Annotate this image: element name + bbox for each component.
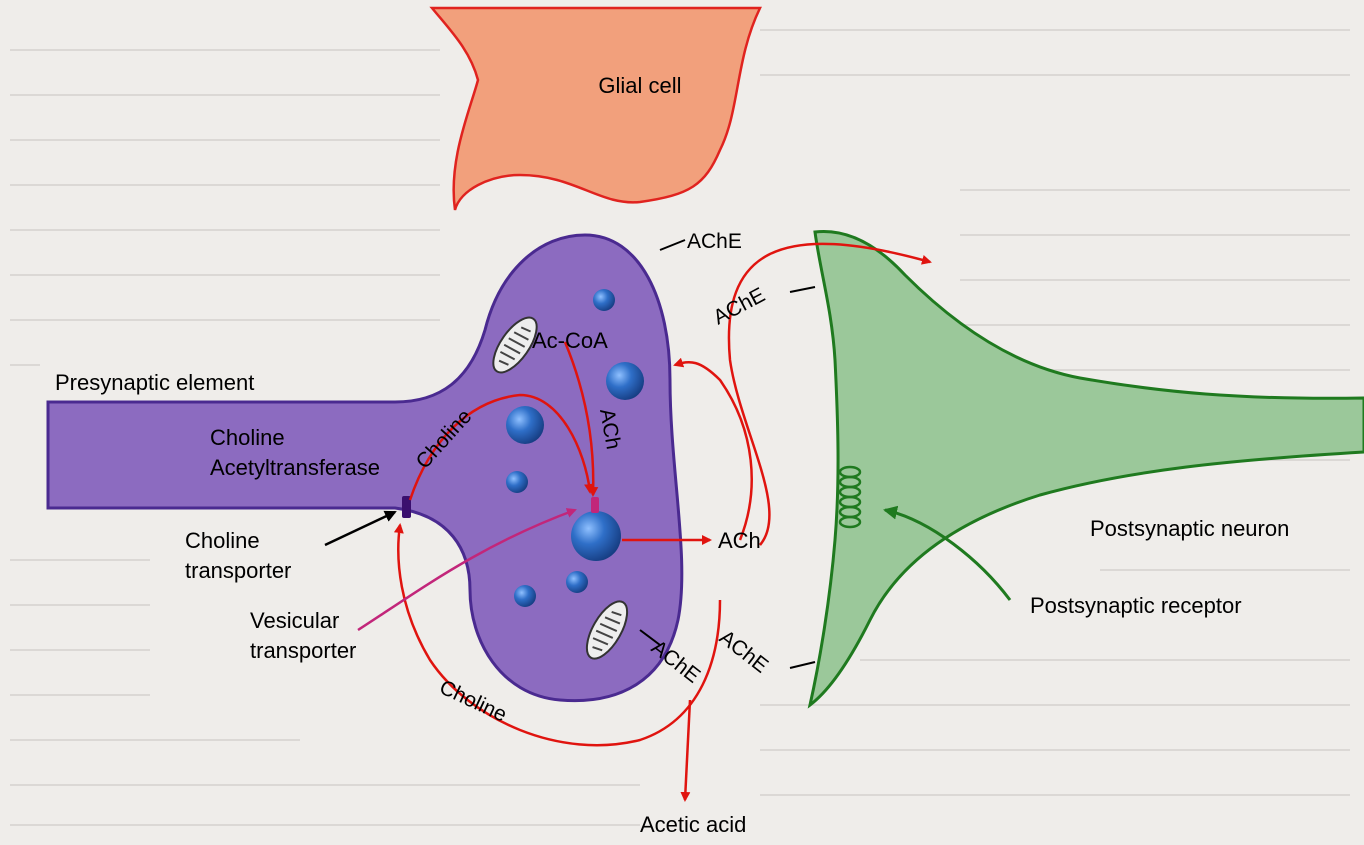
vesicular-transporter-label-1: Vesicular — [250, 608, 339, 633]
choline-acetyltransferase-label-2: Acetyltransferase — [210, 455, 380, 480]
vesicle-icon — [571, 511, 621, 561]
choline-transporter-label-2: transporter — [185, 558, 291, 583]
vesicle-icon — [506, 406, 544, 444]
postsynaptic-neuron-label: Postsynaptic neuron — [1090, 516, 1289, 541]
acetic-acid-label: Acetic acid — [640, 812, 746, 837]
postsynaptic-receptor-label: Postsynaptic receptor — [1030, 593, 1242, 618]
vesicle-icon — [606, 362, 644, 400]
vesicle-icon — [506, 471, 528, 493]
vesicular-transporter-marker — [591, 497, 599, 513]
ac-coa-label: Ac-CoA — [532, 328, 608, 353]
choline-acetyltransferase-label-1: Choline — [210, 425, 285, 450]
choline-transporter-label-1: Choline — [185, 528, 260, 553]
presynaptic-element-label: Presynaptic element — [55, 370, 254, 395]
vesicle-icon — [593, 289, 615, 311]
ach-cleft-label: ACh — [718, 528, 761, 553]
vesicular-transporter-label-2: transporter — [250, 638, 356, 663]
ache-top-label: AChE — [687, 230, 742, 253]
glial-cell-label: Glial cell — [598, 73, 681, 98]
vesicle-icon — [514, 585, 536, 607]
vesicle-icon — [566, 571, 588, 593]
